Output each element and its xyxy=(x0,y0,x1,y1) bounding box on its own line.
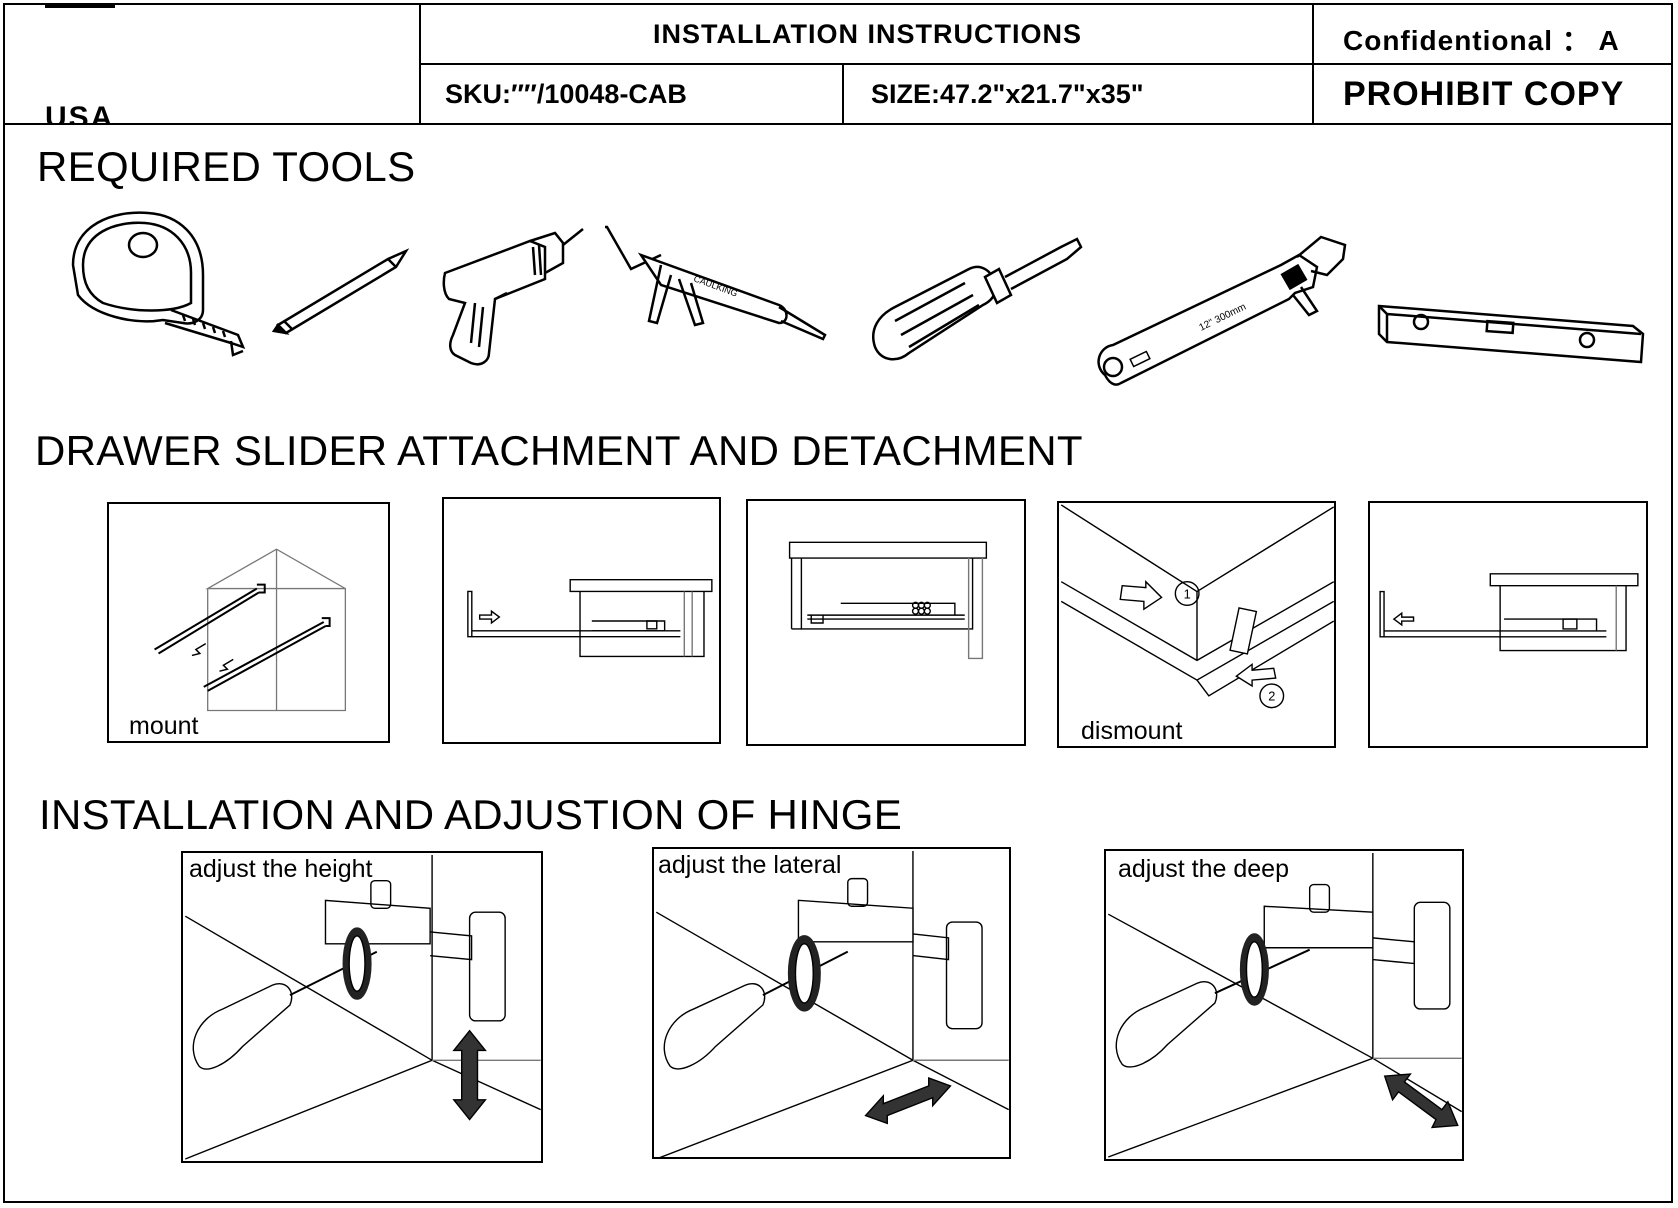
header-prohibit-cell xyxy=(1314,65,1671,125)
section-title-hinge: INSTALLATION AND ADJUSTION OF HINGE xyxy=(39,791,903,838)
page-title: INSTALLATION INSTRUCTIONS xyxy=(653,19,1082,49)
dismount-label: dismount xyxy=(1081,717,1183,745)
adjust-lateral-label: adjust the lateral xyxy=(658,851,842,879)
pencil-icon xyxy=(270,245,410,335)
size-label: SIZE:47.2"x21.7"x35" xyxy=(871,79,1144,109)
screwdriver-icon xyxy=(865,237,1085,387)
drill-icon xyxy=(435,223,585,373)
header-sku-cell xyxy=(421,65,844,125)
header-logo-cell: USA xyxy=(5,5,421,125)
caulking-gun-icon: CAULKING xyxy=(601,225,831,355)
sku-label: SKU:″″/10048-CAB xyxy=(445,79,687,109)
confidential-label: Confidentional ： A xyxy=(1343,25,1620,56)
logo-fragment: USA xyxy=(45,101,115,125)
wrench-icon: 12" 300mm xyxy=(1091,235,1351,395)
header-confidential-cell xyxy=(1314,5,1671,65)
mount-label: mount xyxy=(129,712,199,740)
hinge-panel-height: adjust the height xyxy=(181,851,543,1163)
section-title-tools: REQUIRED TOOLS xyxy=(37,143,416,190)
adjust-deep-label: adjust the deep xyxy=(1118,855,1289,883)
slider-panel-closed xyxy=(746,499,1026,746)
section-title-slider: DRAWER SLIDER ATTACHMENT AND DETACHMENT xyxy=(35,427,1083,474)
step-2-marker: 2 xyxy=(1268,689,1275,704)
hinge-panel-deep: adjust the deep xyxy=(1104,849,1464,1161)
prohibit-copy-label: PROHIBIT COPY xyxy=(1343,75,1625,113)
slider-panel-mount: mount xyxy=(107,502,390,743)
step-1-marker: 1 xyxy=(1184,586,1191,601)
slider-panel-pull xyxy=(442,497,721,744)
level-icon xyxy=(1377,300,1645,370)
header-title-cell xyxy=(421,5,1314,65)
adjust-height-label: adjust the height xyxy=(189,855,373,883)
tape-measure-icon xyxy=(53,205,253,365)
header-size-cell xyxy=(844,65,1314,125)
slider-panel-push xyxy=(1368,501,1648,748)
slider-panel-dismount: 1 2 dismount xyxy=(1057,501,1336,748)
instruction-sheet: USA INSTALLATION INSTRUCTIONS Confidenti… xyxy=(3,3,1673,1203)
hinge-panel-lateral: adjust the lateral xyxy=(652,847,1011,1159)
logo-mark xyxy=(45,5,115,8)
